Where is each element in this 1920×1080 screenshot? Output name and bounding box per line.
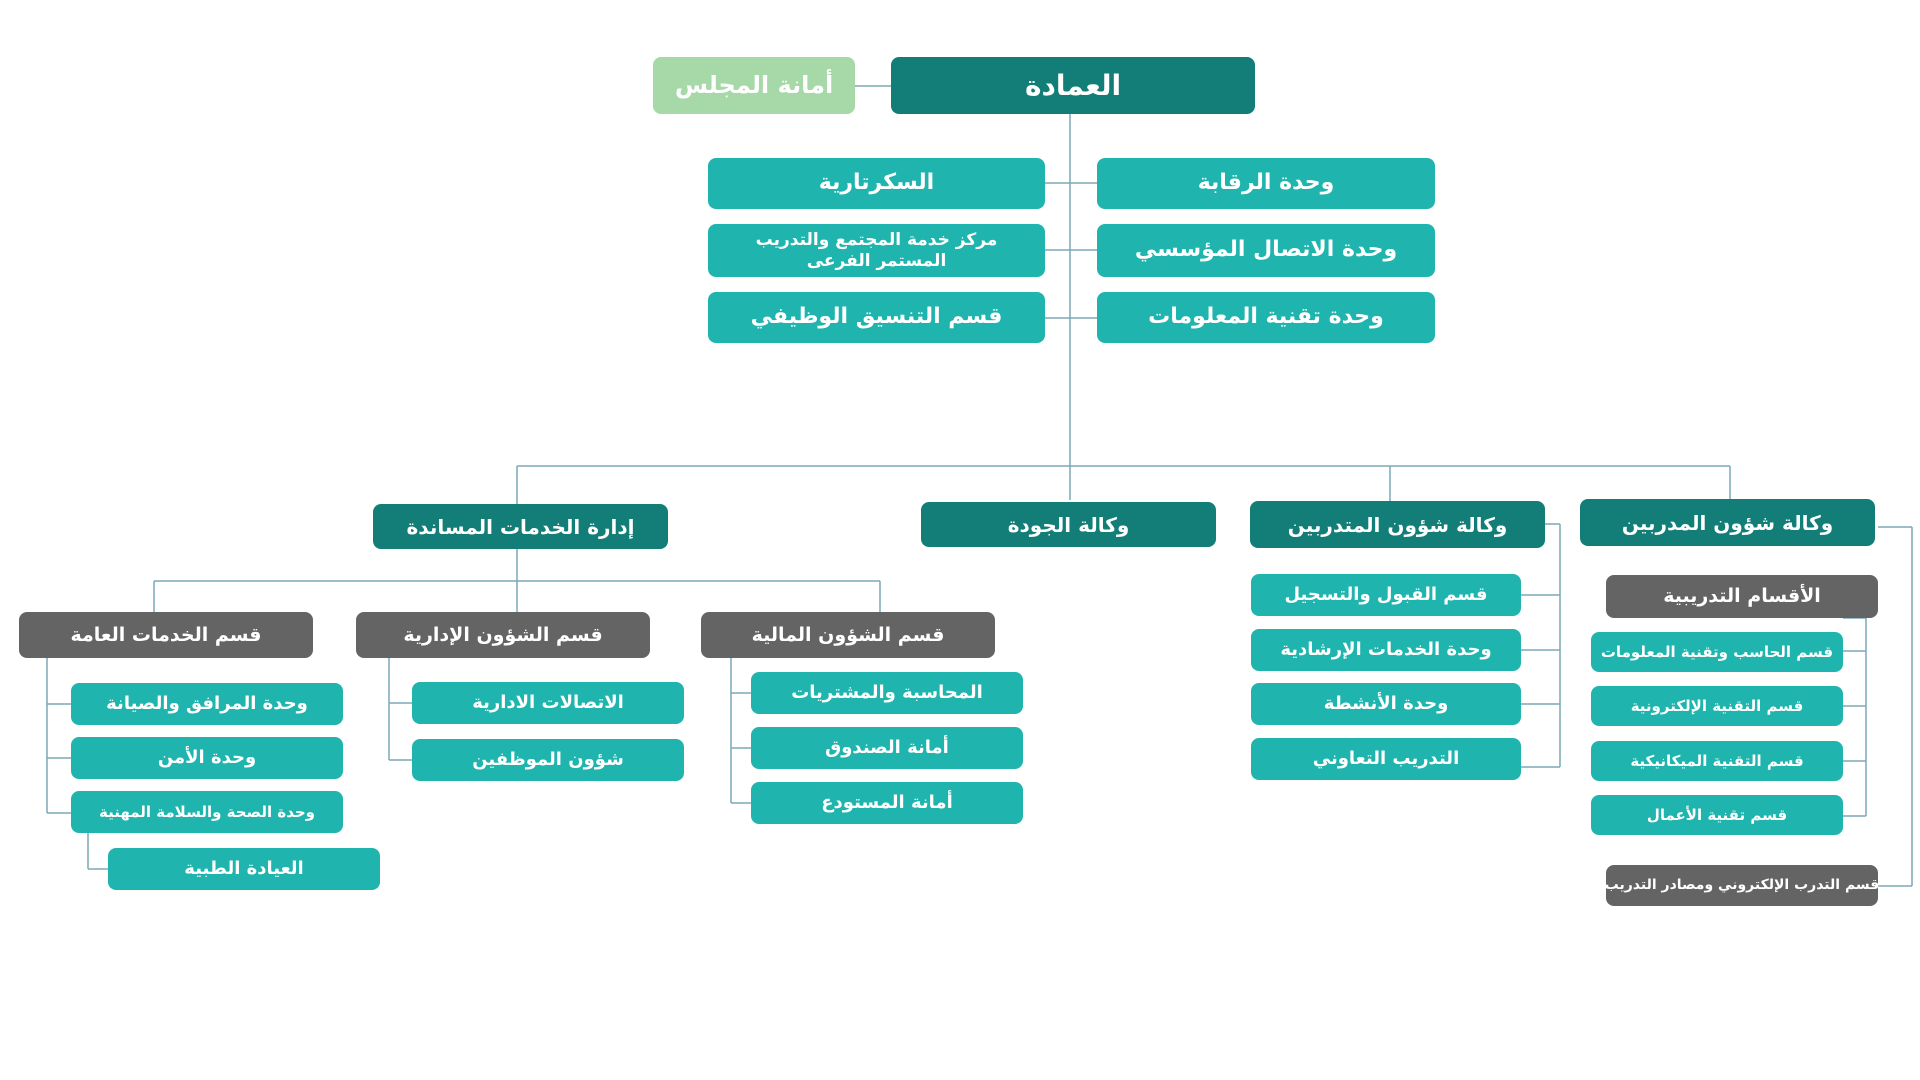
accounting-purchasing-box: المحاسبة والمشتريات bbox=[751, 672, 1023, 714]
treasury-box: أمانة الصندوق bbox=[751, 727, 1023, 769]
quality-box: وكالة الجودة bbox=[921, 502, 1216, 547]
admission-registration-box: قسم القبول والتسجيل bbox=[1251, 574, 1521, 616]
it-unit-box: وحدة تقنية المعلومات bbox=[1097, 292, 1435, 343]
medical-clinic-box: العيادة الطبية bbox=[108, 848, 380, 890]
admin-affairs-box: قسم الشؤون الإدارية bbox=[356, 612, 650, 658]
support-services-box: إدارة الخدمات المساندة bbox=[373, 504, 668, 549]
training-departments-box: الأقسام التدريبية bbox=[1606, 575, 1878, 618]
electronics-dept-box: قسم التقنية الإلكترونية bbox=[1591, 686, 1843, 726]
computer-it-dept-box: قسم الحاسب وتقنية المعلومات bbox=[1591, 632, 1843, 672]
mechanical-dept-box: قسم التقنية الميكانيكية bbox=[1591, 741, 1843, 781]
oversight-unit-box: وحدة الرقابة bbox=[1097, 158, 1435, 209]
employee-affairs-box: شؤون الموظفين bbox=[412, 739, 684, 781]
guidance-services-box: وحدة الخدمات الإرشادية bbox=[1251, 629, 1521, 671]
facilities-maintenance-box: وحدة المرافق والصيانة bbox=[71, 683, 343, 725]
admin-communications-box: الاتصالات الادارية bbox=[412, 682, 684, 724]
job-coordination-box: قسم التنسيق الوظيفي bbox=[708, 292, 1045, 343]
general-services-box: قسم الخدمات العامة bbox=[19, 612, 313, 658]
deanship-box: العمادة bbox=[891, 57, 1255, 114]
council-secretariat-box: أمانة المجلس bbox=[653, 57, 855, 114]
elearning-dept-box: قسم التدرب الإلكتروني ومصادر التدريب bbox=[1605, 865, 1879, 906]
cooperative-training-box: التدريب التعاوني bbox=[1251, 738, 1521, 780]
warehouse-box: أمانة المستودع bbox=[751, 782, 1023, 824]
health-safety-box: وحدة الصحة والسلامة المهنية bbox=[71, 791, 343, 833]
trainer-affairs-box: وكالة شؤون المدربين bbox=[1580, 499, 1875, 546]
financial-affairs-box: قسم الشؤون المالية bbox=[701, 612, 995, 658]
community-center-box: مركز خدمة المجتمع والتدريب المستمر الفرع… bbox=[708, 224, 1045, 277]
secretariat-box: السكرتارية bbox=[708, 158, 1045, 209]
trainee-affairs-box: وكالة شؤون المتدربين bbox=[1250, 501, 1545, 548]
institutional-comm-box: وحدة الاتصال المؤسسي bbox=[1097, 224, 1435, 277]
security-unit-box: وحدة الأمن bbox=[71, 737, 343, 779]
business-tech-dept-box: قسم تقنية الأعمال bbox=[1591, 795, 1843, 835]
activities-unit-box: وحدة الأنشطة bbox=[1251, 683, 1521, 725]
